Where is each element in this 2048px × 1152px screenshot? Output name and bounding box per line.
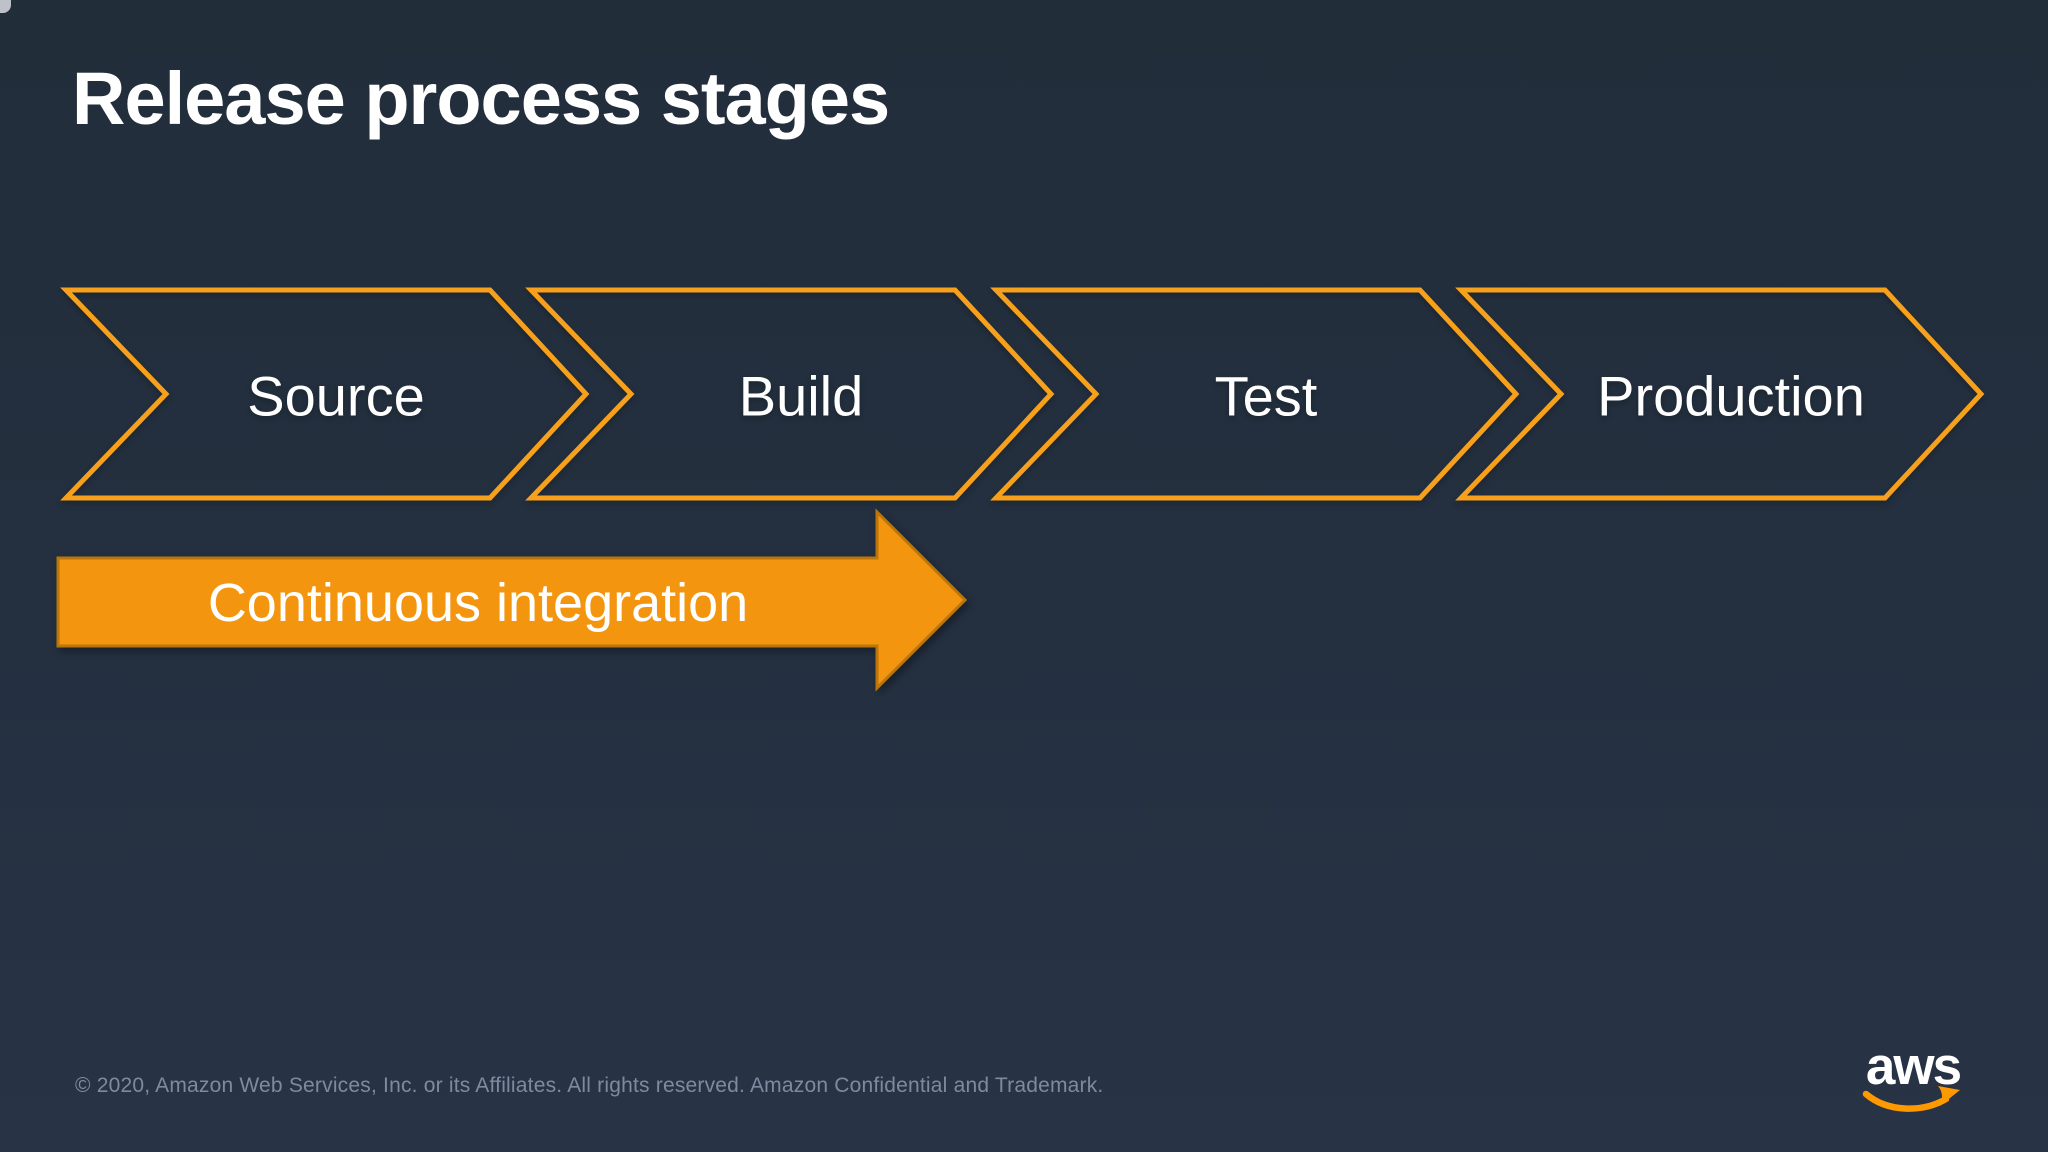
stage-chevrons: Source Build Test Production [60,287,1985,501]
stage-label-test: Test [1215,365,1318,428]
aws-smile-icon [1862,1090,1950,1112]
aws-logo-text: aws [1866,1038,1961,1096]
stage-chevron-test: Test [990,287,1520,501]
chevron-shape-production [1455,287,1985,501]
slide-title: Release process stages [72,57,890,140]
copyright-footer: © 2020, Amazon Web Services, Inc. or its… [75,1074,1104,1097]
stage-label-build: Build [739,365,864,428]
stage-label-production: Production [1597,365,1865,428]
stage-chevron-source: Source [60,287,590,501]
stage-chevron-production: Production [1455,287,1985,501]
chevron-shape-source [60,287,590,501]
ci-arrow-shape [56,508,968,692]
chevron-shape-build [525,287,1055,501]
continuous-integration-arrow: Continuous integration [56,508,968,692]
stage-label-source: Source [247,365,424,428]
ci-arrow-label: Continuous integration [208,573,748,633]
aws-smile-arrow-tip-icon [1938,1086,1960,1106]
stage-chevron-build: Build [525,287,1055,501]
chevron-shape-test [990,287,1520,501]
aws-logo: aws [1862,1038,1963,1112]
page-corner-artifact [0,0,11,13]
